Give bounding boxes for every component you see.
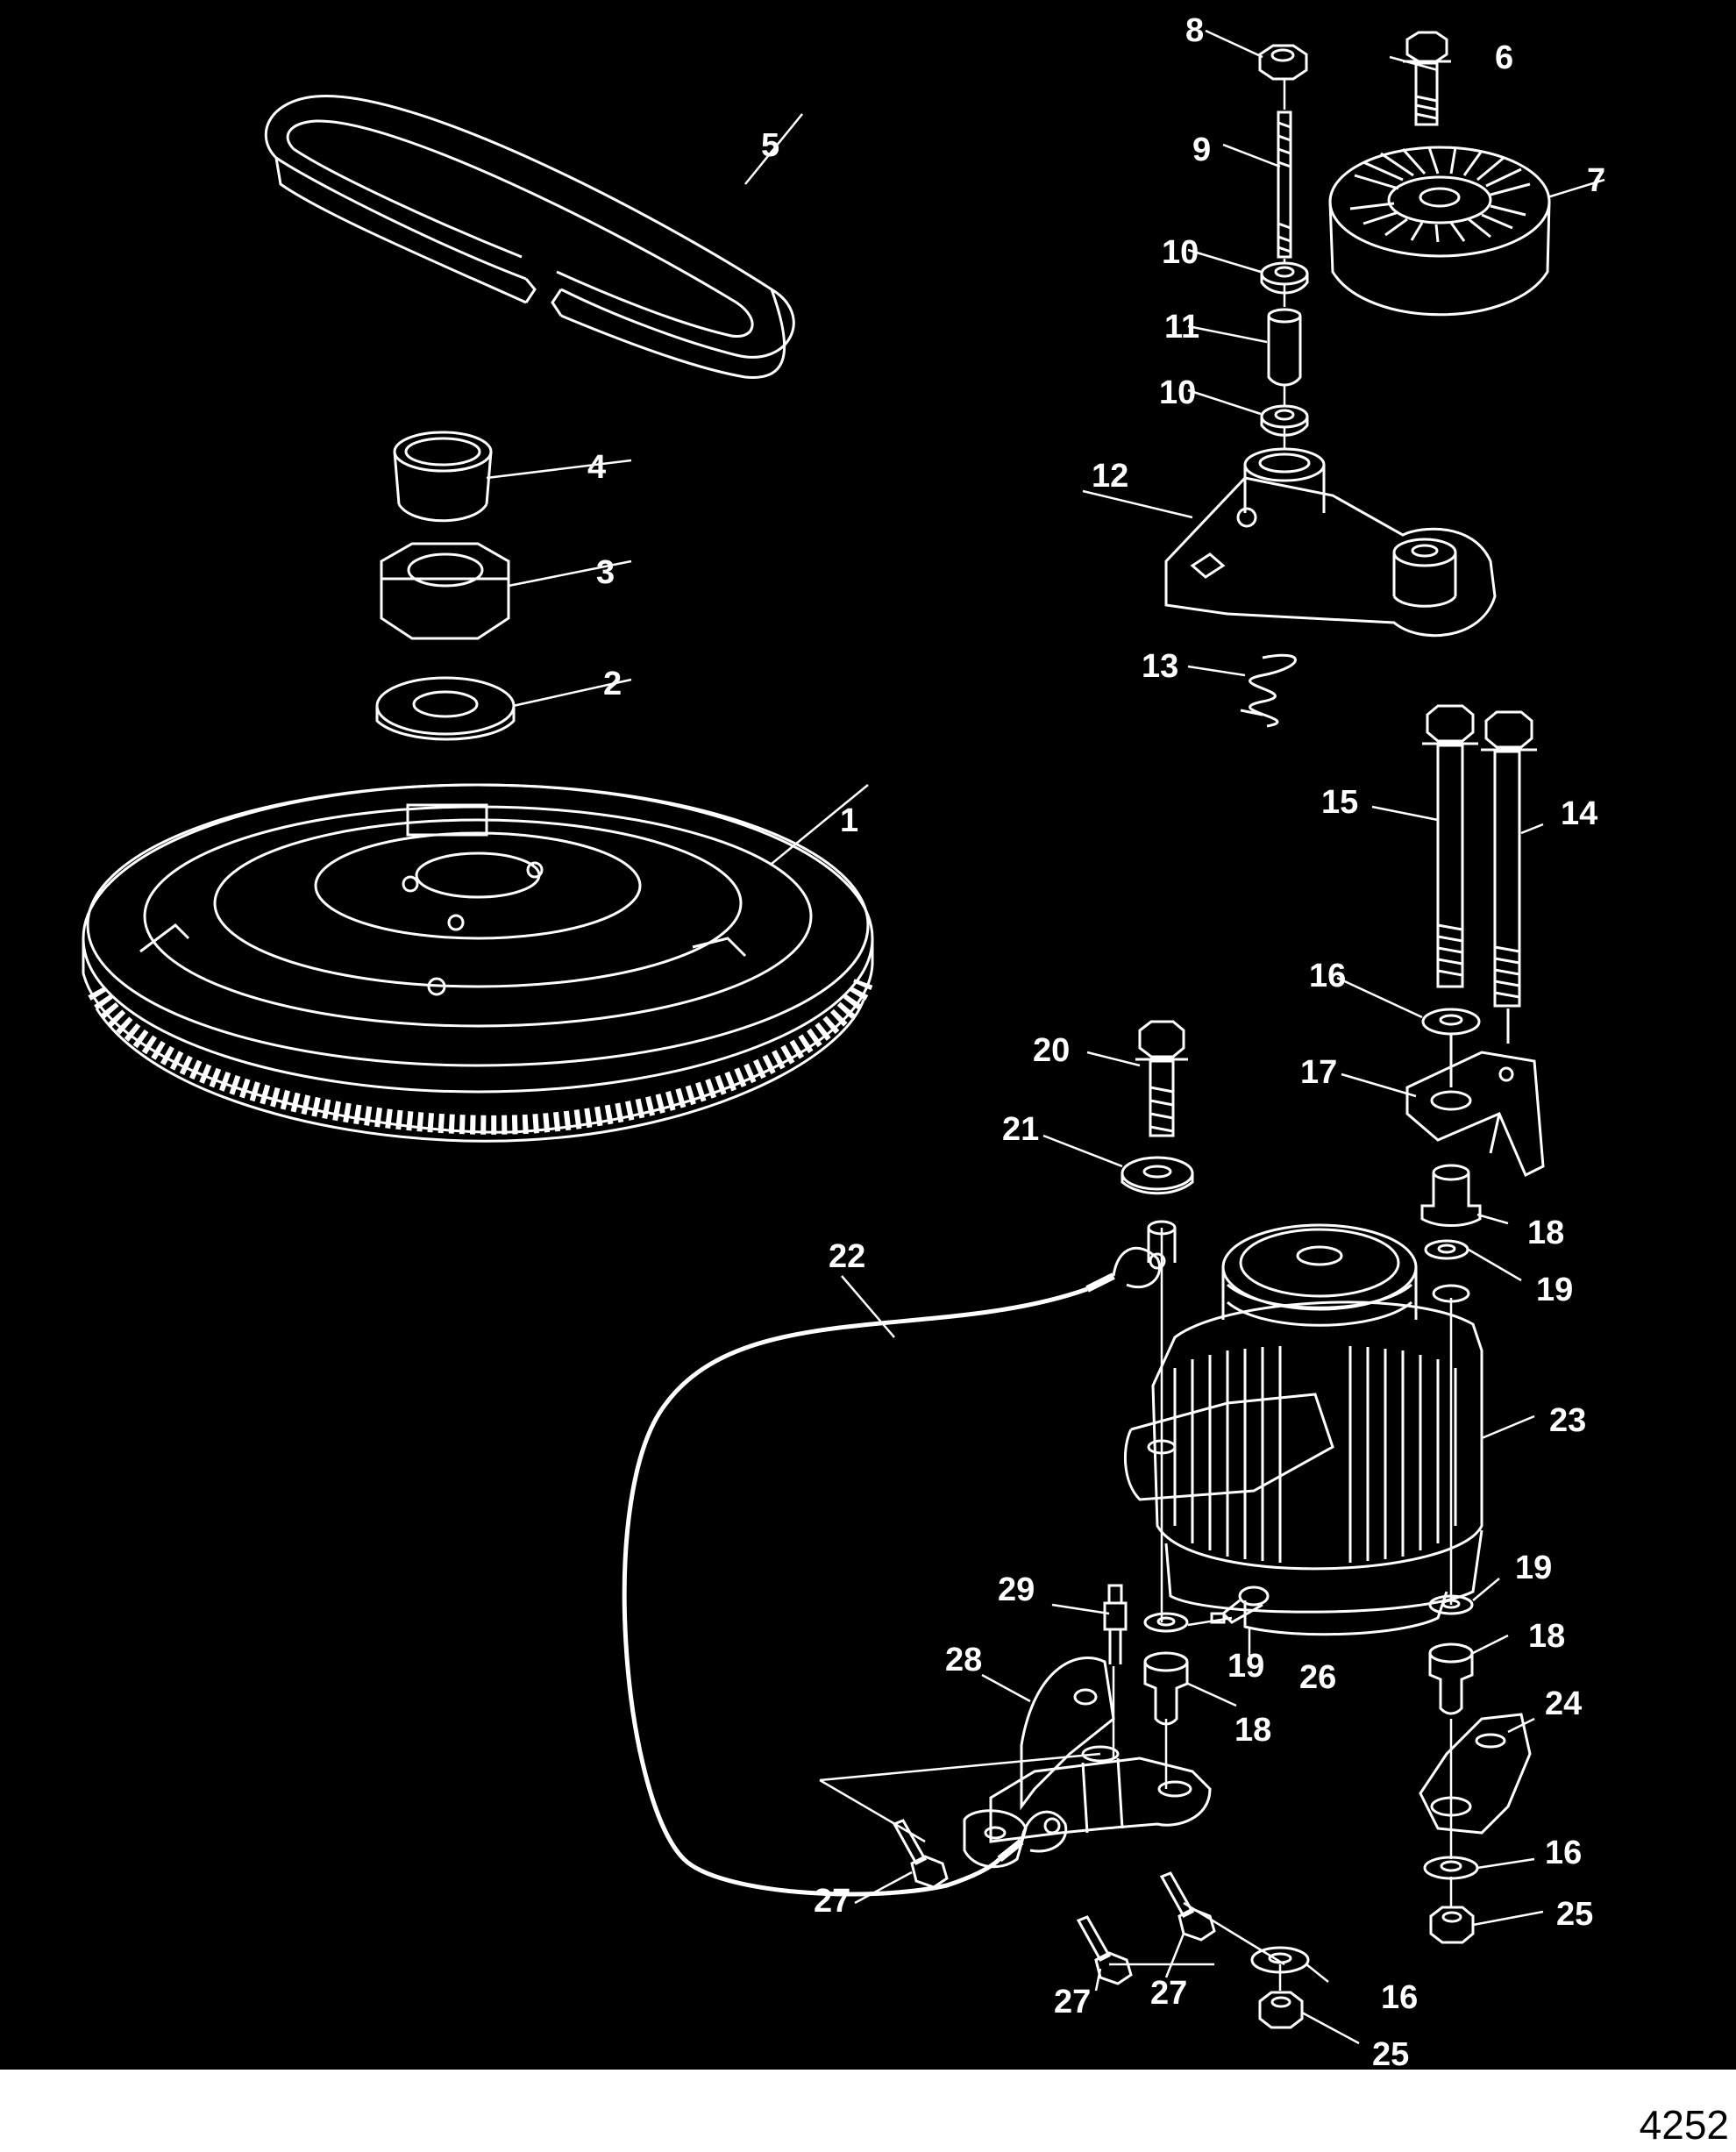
callout-25-lower: 25: [1372, 2036, 1409, 2070]
part-2-washer: [375, 676, 516, 741]
callout-25-right: 25: [1556, 1896, 1593, 1933]
callout-22: 22: [829, 1238, 865, 1275]
callout-10-top: 10: [1162, 234, 1199, 271]
callout-16-lower: 16: [1381, 1979, 1418, 2016]
callout-23: 23: [1549, 1402, 1586, 1439]
part-12-tensioner-arm: [1164, 447, 1497, 638]
callout-24: 24: [1545, 1685, 1582, 1722]
part-14-bolt: [1481, 710, 1537, 1008]
callout-13: 13: [1142, 648, 1178, 685]
part-29-terminal-connector: [1103, 1584, 1128, 1664]
callout-14: 14: [1561, 795, 1597, 832]
callout-8: 8: [1185, 12, 1204, 49]
part-18-bushing-right: [1428, 1643, 1474, 1715]
part-23-alternator: [1123, 1220, 1483, 1636]
callout-3: 3: [596, 554, 615, 591]
callout-16-upper: 16: [1309, 958, 1346, 994]
part-17-bracket: [1405, 1051, 1545, 1178]
part-18-bushing-middle: [1143, 1651, 1189, 1726]
callout-labels: 5 4 3 2 1 8 9 10 11 10 12 13 6 7 15 14 1…: [587, 12, 1605, 2070]
part-21-washer: [1121, 1156, 1194, 1195]
callout-19-middle: 19: [1227, 1648, 1264, 1685]
callout-21: 21: [1002, 1111, 1039, 1148]
part-16-washer-right: [1423, 1856, 1479, 1880]
callout-6: 6: [1495, 39, 1513, 76]
callout-18-right: 18: [1528, 1618, 1565, 1655]
part-1-flywheel: [82, 783, 874, 1143]
part-13-spring: [1240, 653, 1297, 728]
callout-27-right: 27: [1150, 1975, 1187, 2012]
part-22-ground-cable: [622, 1246, 1166, 1897]
part-15-bolt: [1422, 704, 1478, 988]
callout-11: 11: [1164, 309, 1199, 346]
part-3-nut: [380, 542, 510, 640]
part-20-bolt: [1135, 1020, 1188, 1137]
part-8-nut: [1258, 44, 1308, 81]
assembly-line-bolts: [1449, 1008, 1510, 1087]
callout-28: 28: [945, 1642, 982, 1678]
callout-19-upper: 19: [1536, 1272, 1573, 1308]
assembly-lines: [819, 79, 1453, 1991]
callout-2: 2: [603, 666, 622, 702]
part-16-washer-upper: [1421, 1008, 1481, 1036]
callout-18-upper: 18: [1527, 1215, 1564, 1251]
callout-12: 12: [1092, 458, 1128, 495]
part-26-terminal: [1210, 1585, 1270, 1624]
exploded-parts-diagram: 5 4 3 2 1 8 9 10 11 10 12 13 6 7 15 14 1…: [0, 0, 1736, 2070]
leader-lines: [486, 29, 1605, 2045]
figure-number: 4252: [1639, 2102, 1729, 2148]
callout-5: 5: [761, 127, 779, 164]
part-9-stud: [1277, 110, 1292, 259]
callout-15: 15: [1321, 784, 1358, 821]
part-28-mounting-bracket: [963, 1657, 1212, 1869]
callout-20: 20: [1033, 1032, 1070, 1069]
callout-27-left: 27: [814, 1883, 850, 1920]
part-18-bushing-upper: [1420, 1164, 1482, 1227]
callout-27-middle: 27: [1054, 1984, 1091, 2020]
part-7-idler-pulley: [1328, 146, 1551, 317]
part-25-nut-right: [1429, 1906, 1475, 1944]
callout-17: 17: [1300, 1054, 1337, 1091]
part-5-drive-belt: [264, 95, 795, 379]
callout-1: 1: [840, 802, 858, 839]
callout-4: 4: [587, 449, 606, 486]
callout-7: 7: [1587, 162, 1605, 199]
part-24-lower-bracket: [1419, 1713, 1532, 1835]
part-27-bolt-middle: [1076, 1915, 1133, 1985]
part-19-washer-upper: [1424, 1239, 1469, 1260]
callout-9: 9: [1192, 132, 1211, 168]
callout-16-right: 16: [1545, 1835, 1582, 1871]
callout-18-middle: 18: [1234, 1712, 1271, 1749]
callout-10-bottom: 10: [1159, 374, 1196, 411]
part-19-washer-middle: [1143, 1612, 1189, 1633]
part-11-spacer: [1267, 308, 1302, 387]
part-27-bolt-left: [892, 1819, 949, 1889]
part-4-bushing: [393, 431, 493, 523]
callout-26: 26: [1299, 1659, 1336, 1696]
callout-19-right: 19: [1515, 1550, 1552, 1586]
part-6-bolt: [1403, 31, 1451, 126]
callout-29: 29: [998, 1571, 1035, 1608]
part-25-nut-lower: [1258, 1991, 1304, 2029]
